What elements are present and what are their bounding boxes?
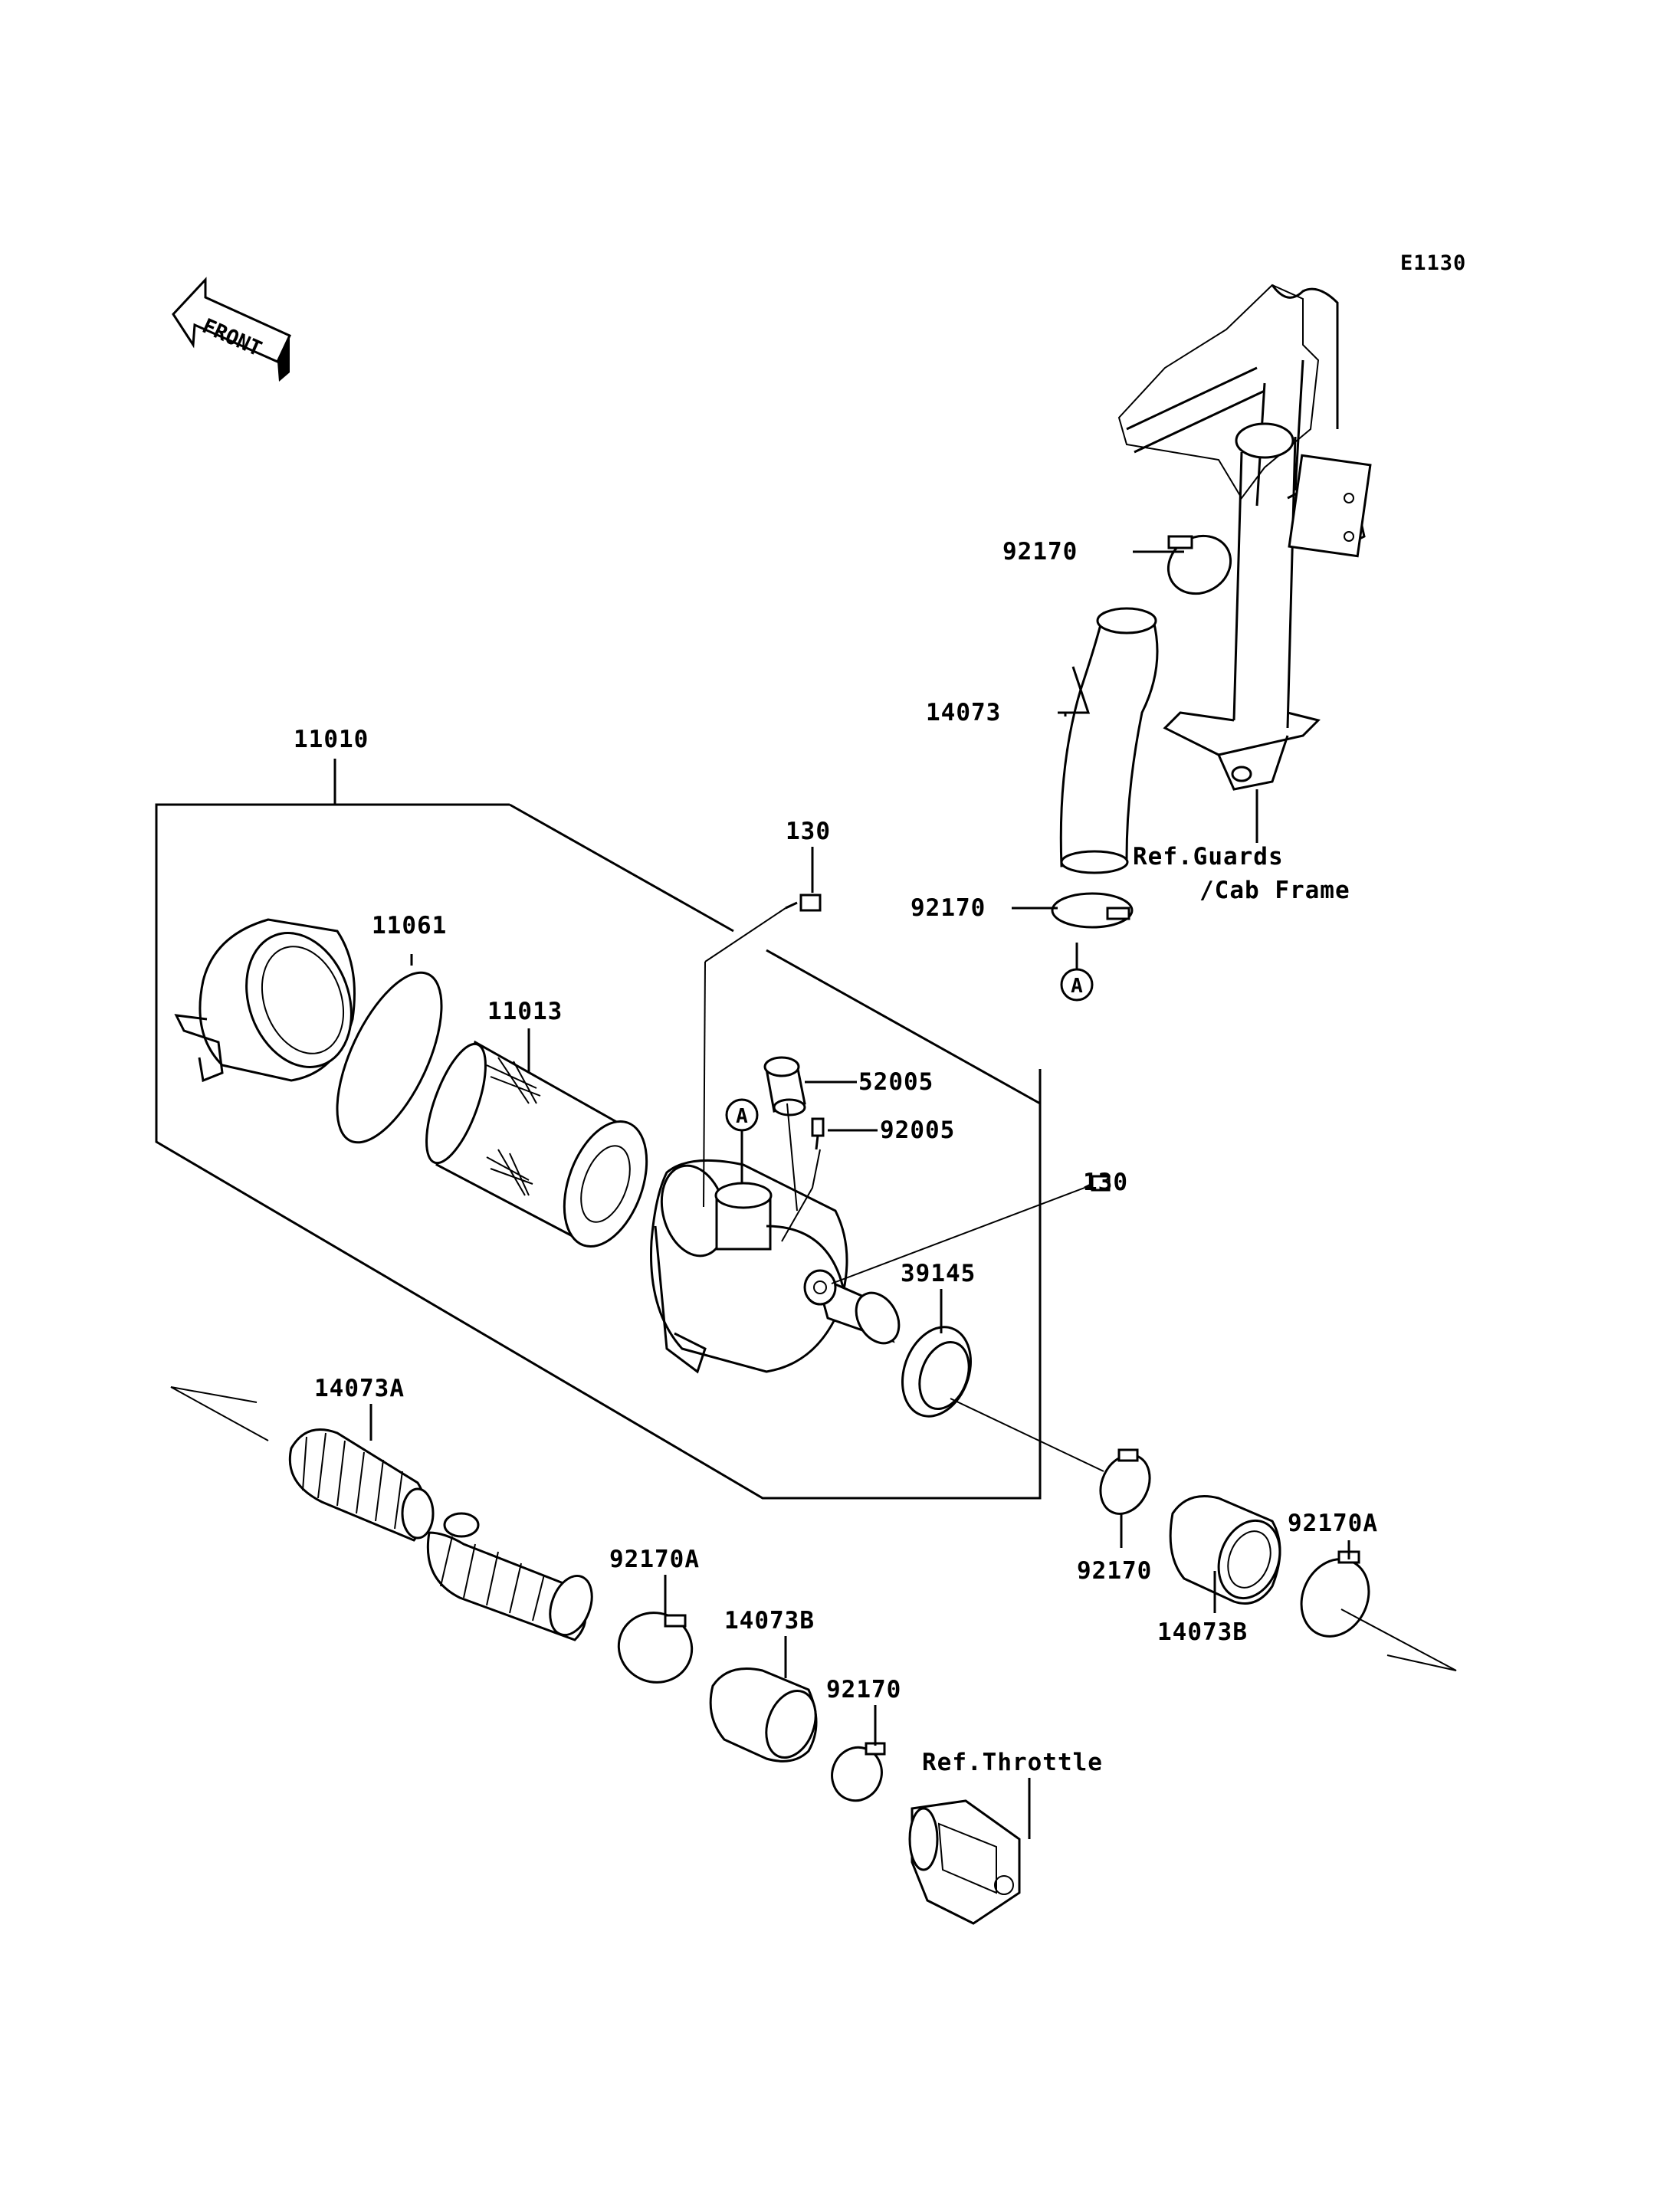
air-box-body-drawing	[650, 1159, 901, 1374]
label-92170-mid: 92170	[911, 894, 986, 922]
label-92170-lower: 92170	[826, 1676, 901, 1703]
label-14073B-right: 14073B	[1157, 1618, 1248, 1646]
label-11010: 11010	[294, 726, 369, 753]
clamp-92170-right-drawing	[1099, 1448, 1151, 1515]
fitting-92005-drawing	[811, 1117, 825, 1150]
bolt-130-top-drawing	[785, 894, 822, 912]
label-11061: 11061	[372, 912, 447, 939]
arrow-left	[170, 1386, 269, 1441]
clamp-92170A-left-drawing	[617, 1612, 694, 1684]
front-arrow-icon: FRONT	[172, 277, 292, 382]
arrow-right	[1340, 1608, 1457, 1671]
label-ref-throttle: Ref.Throttle	[922, 1749, 1103, 1776]
clamp-92170-lower-drawing	[831, 1742, 886, 1802]
bolt-130-right-drawing	[1084, 1175, 1111, 1192]
label-14073: 14073	[926, 699, 1001, 726]
label-92170-top: 92170	[1002, 538, 1078, 566]
diagram-code: E1130	[1400, 251, 1466, 275]
label-52005: 52005	[858, 1068, 934, 1096]
label-92005: 92005	[880, 1117, 955, 1144]
airbox-group-bracket	[155, 803, 1042, 1500]
throttle-body-drawing	[908, 1799, 1021, 1925]
label-130-top: 130	[786, 818, 831, 845]
label-92170A-left: 92170A	[609, 1546, 700, 1573]
ring-39145-drawing	[901, 1326, 972, 1418]
label-14073A: 14073A	[314, 1375, 405, 1402]
marker-a-text: A	[1071, 975, 1083, 998]
boot-14073A-drawing	[288, 1428, 593, 1641]
cab-frame-drawing	[1117, 284, 1372, 791]
marker-a-text: A	[736, 1105, 748, 1128]
circle-a-marker-icon: A	[1060, 968, 1094, 1002]
label-ref-guards: Ref.Guards	[1133, 843, 1284, 871]
clamp-92170A-right-drawing	[1300, 1550, 1370, 1638]
label-cab-frame: /Cab Frame	[1199, 877, 1350, 904]
label-11013: 11013	[487, 998, 563, 1025]
hose-14073-drawing	[1059, 607, 1159, 874]
label-14073B-left: 14073B	[724, 1607, 815, 1635]
o-ring-11061-drawing	[336, 971, 443, 1144]
boot-14073B-right-drawing	[1169, 1495, 1281, 1605]
circle-a-marker-icon: A	[725, 1098, 759, 1132]
filter-11013-drawing	[425, 1040, 648, 1248]
airbox-cover-drawing	[174, 918, 356, 1083]
label-92170A-right: 92170A	[1288, 1510, 1378, 1537]
label-92170-right: 92170	[1077, 1557, 1152, 1585]
clamp-92170-top-drawing	[1166, 534, 1232, 595]
clamp-92170-mid-drawing	[1051, 892, 1134, 929]
cap-52005-drawing	[763, 1056, 806, 1117]
boot-14073B-left-drawing	[709, 1667, 818, 1763]
label-39145: 39145	[901, 1260, 976, 1287]
label-130-right: 130	[1083, 1169, 1128, 1196]
